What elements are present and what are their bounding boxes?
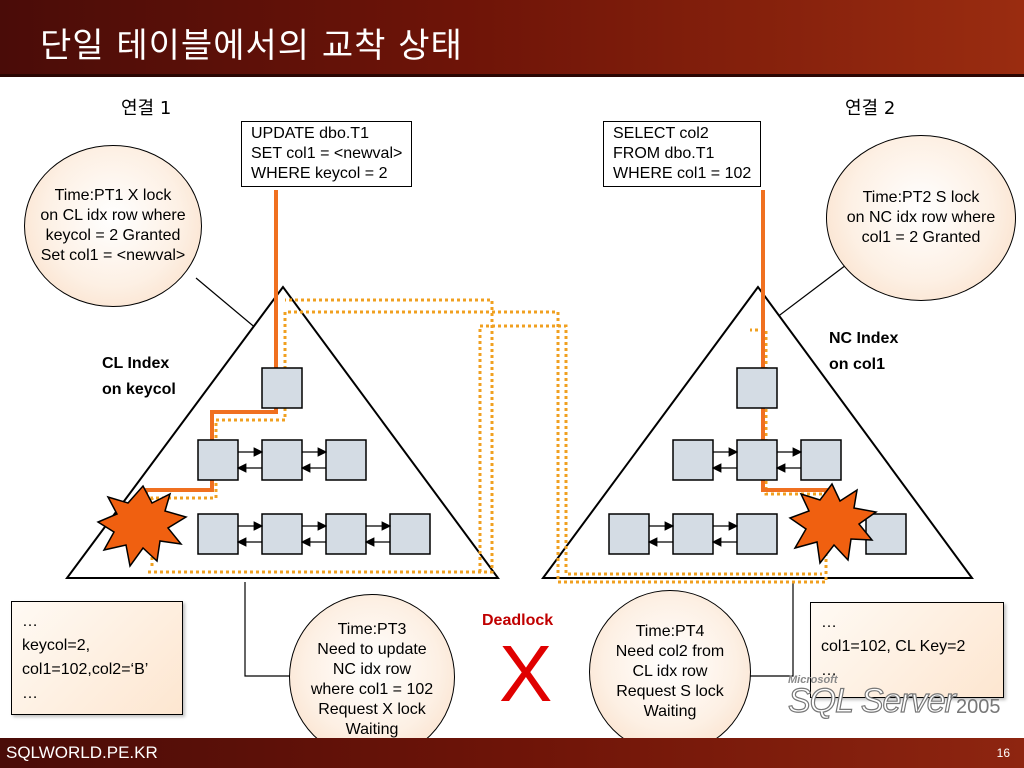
- circle-line: Need to update: [317, 641, 427, 658]
- connection2-request-circle: Time:PT4 Need col2 from CL idx row Reque…: [589, 590, 751, 754]
- conn1-lock-burst-icon: [96, 484, 188, 568]
- conn2-lock-burst-icon: [788, 482, 878, 565]
- logo-version: 2005: [956, 696, 1001, 718]
- query-line: WHERE keycol = 2: [251, 165, 388, 182]
- deadlock-x-icon: X: [499, 629, 553, 718]
- page-number: 16: [996, 746, 1010, 760]
- cl-index-triangle: [65, 285, 500, 579]
- note-line: …: [821, 614, 837, 631]
- query-line: SET col1 = <newval>: [251, 145, 403, 162]
- circle-line: Request X lock: [318, 701, 426, 718]
- note-line: …: [821, 662, 837, 679]
- index-label-line: NC Index: [829, 330, 899, 347]
- connection1-request-circle: Time:PT3 Need to update NC idx row where…: [289, 594, 455, 760]
- query-line: SELECT col2: [613, 125, 709, 142]
- nc-index-triangle: [541, 285, 974, 579]
- connection2-lock-ellipse: Time:PT2 S lock on NC idx row where col1…: [826, 135, 1016, 301]
- circle-line: Need col2 from: [615, 643, 725, 660]
- connection2-row-note: … col1=102, CL Key=2 …: [810, 602, 1004, 698]
- circle-line: Time:PT4: [635, 623, 705, 640]
- query-line: WHERE col1 = 102: [613, 165, 752, 182]
- ellipse-line: Time:PT1 X lock: [54, 187, 172, 204]
- ellipse-line: col1 = 2 Granted: [861, 229, 981, 246]
- logo-company: Microsoft: [788, 674, 838, 686]
- cl-index-label: CL Index on keycol: [102, 351, 176, 403]
- note-line: col1=102, CL Key=2: [821, 638, 966, 655]
- deadlock-label: Deadlock: [482, 612, 554, 629]
- connection1-label: 연결 1: [121, 98, 172, 119]
- circle-line: NC idx row: [332, 661, 412, 678]
- connection1-row-note: … keycol=2, col1=102,col2=‘B’ …: [11, 601, 183, 715]
- note-line: …: [22, 685, 38, 702]
- title-bar: 단일 테이블에서의 교착 상태: [0, 0, 1024, 77]
- wait-path-dotted: [150, 310, 828, 584]
- index-label-line: CL Index: [102, 355, 170, 372]
- query-line: UPDATE dbo.T1: [251, 125, 369, 142]
- connection1-lock-ellipse: Time:PT1 X lock on CL idx row where keyc…: [24, 145, 202, 307]
- ellipse-line: Set col1 = <newval>: [40, 247, 186, 264]
- connection2-label: 연결 2: [845, 98, 896, 119]
- footer-site: SQLWORLD.PE.KR: [6, 743, 158, 762]
- connection1-query-box: UPDATE dbo.T1 SET col1 = <newval> WHERE …: [241, 121, 413, 187]
- slide-title: 단일 테이블에서의 교착 상태: [40, 26, 463, 66]
- note-line: …: [22, 613, 38, 630]
- footer-bar: SQLWORLD.PE.KR 16: [0, 738, 1024, 768]
- connection2-query-box: SELECT col2 FROM dbo.T1 WHERE col1 = 102: [603, 121, 762, 187]
- ellipse-line: on NC idx row where: [846, 209, 996, 226]
- ellipse-line: on CL idx row where: [40, 207, 186, 224]
- circle-line: Request S lock: [616, 683, 724, 700]
- ellipse-line: Time:PT2 S lock: [862, 189, 980, 206]
- circle-line: Waiting: [345, 721, 399, 738]
- cl-index-nodes: [197, 367, 431, 555]
- wait-path-dotted-3: [478, 324, 822, 576]
- circle-line: Time:PT3: [337, 621, 407, 638]
- nc-index-nodes: [608, 367, 907, 555]
- circle-line: where col1 = 102: [310, 681, 434, 698]
- note-line: keycol=2,: [22, 637, 91, 654]
- query-line: FROM dbo.T1: [613, 145, 715, 162]
- circle-line: Waiting: [643, 703, 697, 720]
- index-label-line: on col1: [829, 356, 886, 373]
- nc-index-label: NC Index on col1: [829, 326, 898, 378]
- circle-line: CL idx row: [632, 663, 708, 680]
- wait-path-dotted-2: [148, 298, 494, 574]
- index-label-line: on keycol: [102, 381, 176, 398]
- ellipse-line: keycol = 2 Granted: [45, 227, 181, 244]
- note-line: col1=102,col2=‘B’: [22, 661, 149, 678]
- logo-product: SQL Server: [787, 681, 956, 720]
